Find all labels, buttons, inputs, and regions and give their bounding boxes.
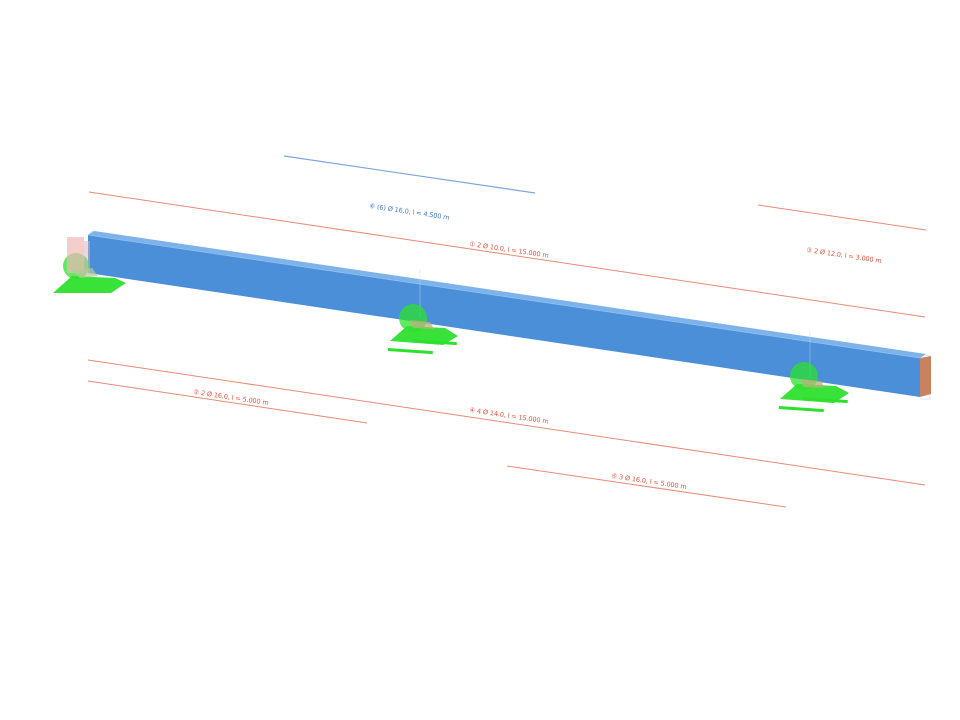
beam-top-face: [88, 231, 926, 358]
support-right[interactable]: [778, 362, 849, 413]
beam-end-face: [920, 356, 931, 397]
rebar-line-5-bottom[interactable]: [506, 465, 787, 508]
support-middle[interactable]: [387, 304, 458, 355]
reinforcement-lines: [87, 155, 927, 508]
support-right-base: [780, 384, 849, 403]
rebar-line-6-stirrups[interactable]: [283, 155, 536, 194]
rebar-line-1-top[interactable]: [88, 191, 926, 318]
support-left-release-box: [67, 237, 84, 273]
beam-side-face: [88, 235, 920, 397]
rebar-line-4-bottom[interactable]: [87, 359, 926, 486]
support-middle-base: [390, 326, 458, 345]
rebar-line-2-bottom[interactable]: [87, 380, 368, 424]
rebar-line-3-top[interactable]: [757, 204, 927, 231]
concrete-beam[interactable]: [87, 231, 931, 397]
support-left-base: [53, 276, 126, 293]
support-left[interactable]: [53, 237, 126, 293]
